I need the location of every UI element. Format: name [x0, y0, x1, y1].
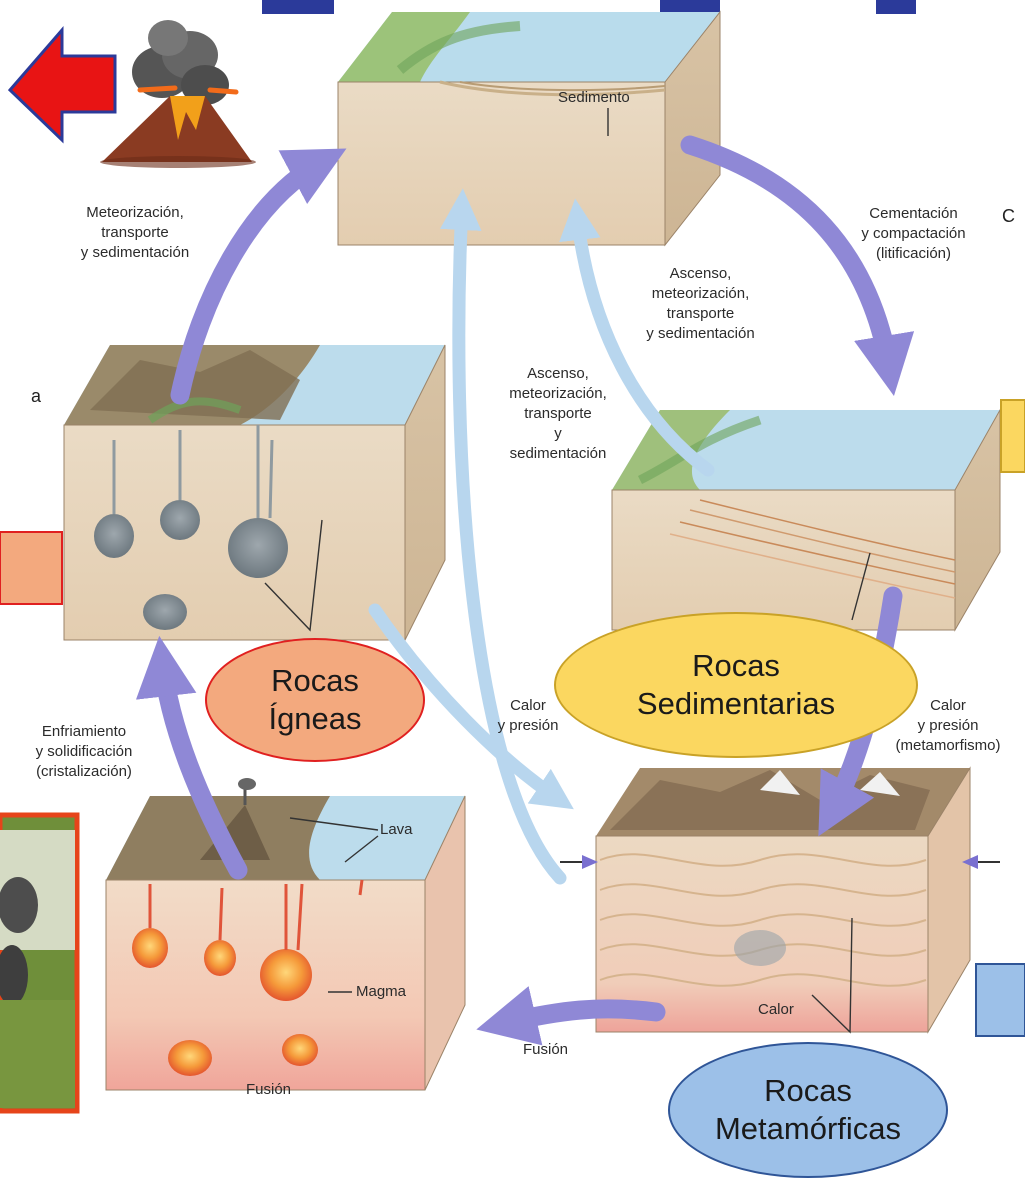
igneous-color-box: [0, 532, 62, 604]
arrow-metamorphic-to-sediment-ascent: [459, 205, 560, 878]
oval-rocas-sedimentarias: Rocas Sedimentarias: [554, 612, 918, 758]
volcano-icon: [100, 20, 256, 168]
edge-fragment-a: a: [31, 386, 41, 407]
label-sedimento: Sedimento: [558, 88, 630, 108]
label-fusion-arrow: Fusión: [523, 1040, 568, 1060]
label-cementacion: Cementación y compactación (litificación…: [826, 204, 1001, 264]
diagram-canvas: [0, 0, 1025, 1132]
label-enfriamiento: Enfriamiento y solidificación (cristaliz…: [4, 722, 164, 782]
label-ascenso-left: Ascenso, meteorización, transporte y sed…: [488, 364, 628, 464]
sedimentary-color-box: [1001, 400, 1025, 472]
label-meteorizacion-top: Meteorización, transporte y sedimentació…: [40, 203, 230, 263]
block-metamorphic-bottom: [560, 768, 1000, 1032]
photo-fragment: [0, 815, 77, 1111]
oval-rocas-igneas: Rocas Ígneas: [205, 638, 425, 762]
label-fusion-block: Fusión: [246, 1080, 291, 1100]
title-fragment: [262, 0, 916, 14]
label-calor-block: Calor: [758, 1000, 794, 1020]
label-lava: Lava: [380, 820, 413, 840]
rock-cycle-diagram: Sedimento Meteorización, transporte y se…: [0, 0, 1025, 1132]
label-magma: Magma: [356, 982, 406, 1002]
oval-rocas-metamorficas: Rocas Metamórficas: [668, 1042, 948, 1178]
red-arrow-icon: [10, 30, 115, 140]
metamorphic-color-box: [976, 964, 1025, 1036]
block-sediment-top: [338, 12, 720, 245]
block-igneous-mid: [64, 345, 445, 640]
edge-fragment-c: C: [1002, 206, 1015, 227]
label-ascenso-right: Ascenso, meteorización, transporte y sed…: [608, 264, 793, 344]
